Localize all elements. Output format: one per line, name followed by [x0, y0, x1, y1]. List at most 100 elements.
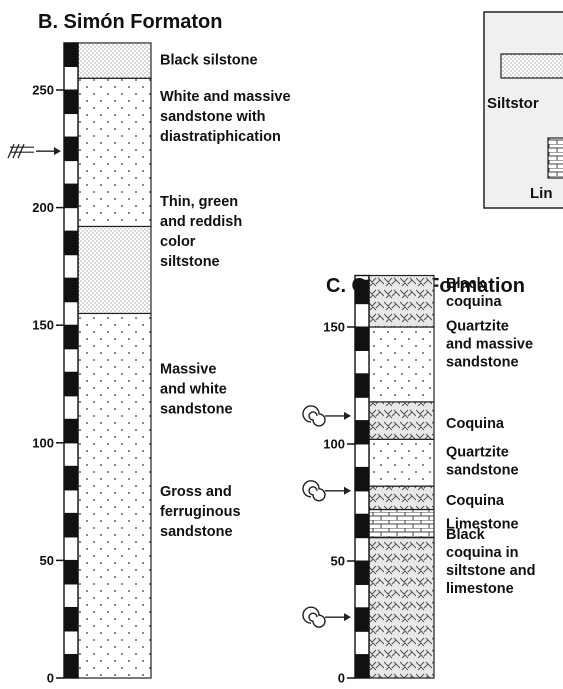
column-b-scale-bar [63, 42, 79, 679]
scale-bar-segment [63, 442, 79, 467]
scale-bar-segment [63, 606, 79, 632]
description-line: color [160, 234, 196, 250]
description-line: Black [446, 276, 486, 292]
description-line: Massive [160, 362, 216, 378]
description-line: sandstone [446, 462, 519, 478]
scale-bar-segment [354, 537, 370, 562]
scale-bar-segment [354, 654, 370, 679]
y-tick-label: 150 [32, 318, 54, 333]
description-line: and white [160, 382, 227, 398]
ammonite-icon [302, 606, 351, 628]
stratum-sandstone [77, 77, 152, 228]
ammonite-icon [302, 405, 351, 427]
stratum-sandstone [368, 326, 435, 403]
cross-bedding-icon [7, 143, 61, 159]
column-c-y-axis: 150 100 50 0 [323, 320, 355, 686]
stratum-siltstone [77, 42, 152, 79]
description-line: Coquina [446, 493, 505, 509]
scale-bar-segment [63, 65, 79, 91]
scale-bar-segment [63, 630, 79, 655]
column-b-markers [7, 143, 61, 159]
scale-bar-segment [63, 160, 79, 185]
scale-bar-segment [354, 303, 370, 328]
legend-limestone-label: Lin [530, 185, 553, 202]
description-line: Coquina [446, 416, 505, 432]
scale-bar-segment [63, 559, 79, 585]
y-tick-label: 250 [32, 83, 54, 98]
description-line: Limestone [446, 517, 519, 533]
scale-bar-segment [63, 301, 79, 326]
scale-bar-segment [354, 583, 370, 609]
lithology-description: Coquina [446, 493, 505, 509]
lithology-description: Black silstone [160, 52, 258, 68]
lithology-legend: Siltstor Lin [483, 11, 563, 209]
scale-bar-segment [63, 277, 79, 303]
description-line: siltstone [160, 254, 220, 270]
stratum-coquina [368, 536, 435, 679]
column-b-title: B. Simón Formaton [38, 11, 222, 33]
scale-bar-segment [354, 490, 370, 515]
scale-bar-segment [354, 466, 370, 492]
y-tick-label: 200 [32, 200, 54, 215]
scale-bar-segment [63, 113, 79, 138]
scale-bar-segment [63, 254, 79, 279]
stratum-coquina [368, 274, 435, 328]
y-tick-label: 50 [331, 554, 345, 569]
scale-bar-segment [63, 418, 79, 444]
description-line: limestone [446, 581, 514, 597]
legend-box [483, 11, 563, 209]
lithology-description: Coquina [446, 416, 505, 432]
scale-bar-segment [63, 536, 79, 561]
stratum-coquina [368, 401, 435, 440]
description-line: ferruginous [160, 504, 241, 520]
scale-bar-segment [354, 607, 370, 632]
scale-bar-segment [63, 89, 79, 115]
ammonite-icon [302, 480, 351, 502]
description-line: sandstone [160, 402, 233, 418]
scale-bar-segment [63, 230, 79, 256]
stratum-sandstone [368, 438, 435, 487]
scale-bar-segment [354, 420, 370, 445]
y-tick-label: 50 [40, 553, 54, 568]
description-line: and massive [446, 336, 533, 352]
scale-bar-segment [354, 349, 370, 375]
scale-bar-segment [354, 443, 370, 468]
scale-bar-segment [63, 324, 79, 350]
stratum-siltstone [77, 225, 152, 315]
description-line: Thin, green [160, 194, 238, 210]
scale-bar-segment [354, 560, 370, 585]
scale-bar-segment [63, 653, 79, 679]
description-line: sandstone [160, 524, 233, 540]
scale-bar-segment [354, 279, 370, 305]
scale-bar-segment [354, 373, 370, 398]
y-tick-label: 150 [323, 320, 345, 335]
scale-bar-segment [63, 371, 79, 397]
description-line: Black silstone [160, 52, 258, 68]
y-tick-label: 0 [338, 671, 345, 686]
description-line: and reddish [160, 214, 242, 230]
scale-bar-segment [63, 512, 79, 538]
lithology-description: Black coquina [446, 276, 503, 310]
scale-bar-segment [63, 583, 79, 608]
description-line: Quartzite [446, 318, 509, 334]
scale-bar-segment [63, 207, 79, 232]
description-line: White and massive [160, 89, 291, 105]
column-c-scale-bar [354, 274, 370, 679]
description-line: coquina [446, 294, 503, 310]
scale-bar-outline [63, 42, 79, 679]
stratum-coquina [368, 485, 435, 511]
legend-siltstone-label: Siltstor [487, 95, 539, 112]
column-c-strata [368, 274, 435, 679]
scale-bar-segment [63, 348, 79, 373]
y-tick-label: 100 [32, 435, 54, 450]
y-tick-label: 100 [323, 437, 345, 452]
